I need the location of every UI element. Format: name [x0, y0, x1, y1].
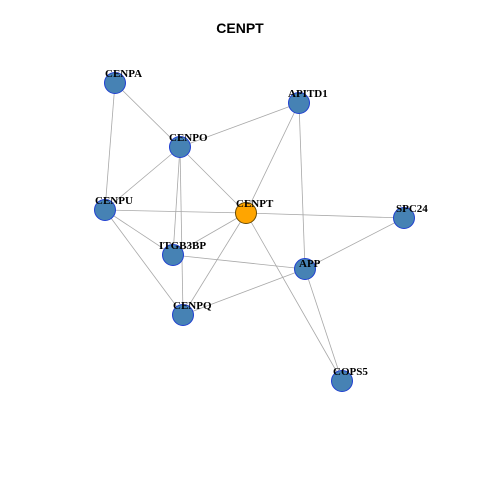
edge-cenpo-cenpq	[179, 146, 184, 316]
edge-cenpo-itgb3bp	[172, 146, 181, 256]
node-label-cenpo: CENPO	[169, 132, 208, 144]
node-cenpt: CENPT	[235, 198, 274, 224]
node-label-cops5: COPS5	[333, 366, 368, 378]
node-spc24: SPC24	[393, 203, 428, 229]
edge-layer	[104, 82, 405, 382]
edge-itgb3bp-app	[172, 254, 306, 270]
node-app: APP	[294, 258, 321, 280]
node-cenpa: CENPA	[104, 68, 142, 94]
edge-cenpo-cenpu	[104, 146, 181, 211]
node-label-cenpq: CENPQ	[173, 300, 212, 312]
edge-cenpa-cenpo	[114, 82, 181, 148]
node-label-cenpa: CENPA	[105, 68, 142, 80]
node-circle-cenpu	[94, 199, 116, 221]
node-cenpu: CENPU	[94, 195, 133, 221]
node-apitd1: APITD1	[288, 88, 328, 114]
edge-apitd1-app	[298, 102, 306, 270]
edge-app-cenpq	[182, 268, 306, 316]
node-label-cenpu: CENPU	[95, 195, 133, 207]
node-circle-cenpt	[235, 202, 257, 224]
node-cenpq: CENPQ	[172, 300, 212, 326]
edge-cenpt-cenpq	[182, 212, 247, 316]
edge-cenpo-cenpt	[179, 146, 247, 214]
node-circle-cops5	[331, 370, 353, 392]
node-circle-itgb3bp	[162, 244, 184, 266]
node-cenpo: CENPO	[169, 132, 208, 158]
edge-cenpu-cenpq	[104, 209, 184, 316]
edge-cenpt-spc24	[245, 212, 405, 219]
edge-spc24-app	[304, 217, 405, 270]
edge-cenpt-itgb3bp	[172, 212, 247, 256]
edge-apitd1-cenpt	[245, 102, 300, 214]
node-cops5: COPS5	[331, 366, 368, 392]
edge-cenpu-cenpt	[104, 209, 247, 214]
node-label-apitd1: APITD1	[288, 88, 328, 100]
edge-cenpa-cenpu	[104, 82, 116, 211]
graph-title: CENPT	[216, 20, 264, 36]
edge-app-cops5	[304, 268, 343, 382]
node-label-itgb3bp: ITGB3BP	[159, 240, 206, 252]
edge-cenpo-apitd1	[179, 102, 300, 148]
node-circle-apitd1	[288, 92, 310, 114]
node-itgb3bp: ITGB3BP	[159, 240, 206, 266]
node-circle-spc24	[393, 207, 415, 229]
node-circle-cenpa	[104, 72, 126, 94]
node-circle-cenpq	[172, 304, 194, 326]
node-label-spc24: SPC24	[396, 203, 428, 215]
node-circle-app	[294, 258, 316, 280]
node-circle-cenpo	[169, 136, 191, 158]
edge-cenpu-itgb3bp	[104, 209, 174, 256]
node-label-cenpt: CENPT	[236, 198, 274, 210]
edge-cenpt-cops5	[245, 212, 343, 382]
node-label-app: APP	[299, 258, 321, 270]
